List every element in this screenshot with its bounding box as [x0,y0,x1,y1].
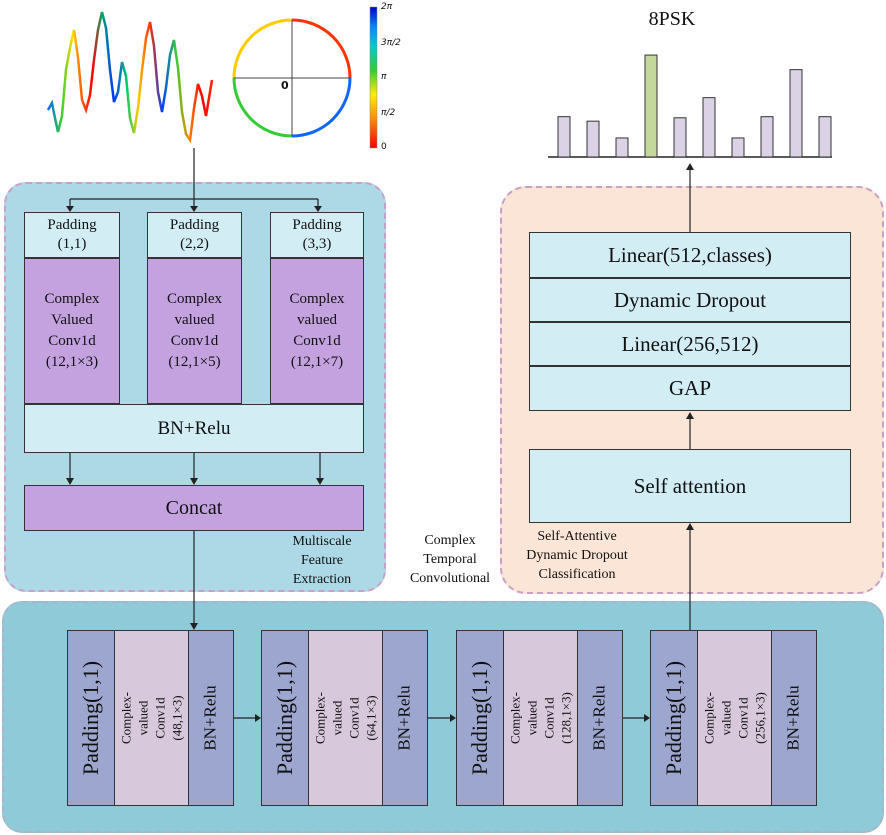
linear-256-512-layer: Linear(256,512) [529,322,851,366]
colorbar-tick-2pi: 2π [381,2,393,12]
conv-branch-2: Complex valued Conv1d (12,1×5) [147,258,242,404]
classification-caption: Self-Attentive Dynamic Dropout Classific… [526,529,628,582]
conv-branch-3: Complex valued Conv1d (12,1×7) [270,258,364,404]
temporal-conv-1: Complex-valued Conv1d (48,1×3) [114,630,189,806]
circle-center-label: 0 [281,79,289,92]
dynamic-dropout-layer: Dynamic Dropout [529,278,851,322]
temporal-bn-relu-2: BN+Relu [382,630,428,806]
padding-branch-1: Padding (1,1) [24,212,120,258]
temporal-padding-4: Padding(1,1) [650,630,698,806]
output-title: 8PSK [648,8,696,30]
temporal-conv-2: Complex-valued Conv1d (64,1×3) [308,630,383,806]
temporal-padding-3: Padding(1,1) [456,630,504,806]
colorbar-tick-pi: π [381,72,387,82]
temporal-conv-3: Complex-valued Conv1d (128,1×3) [503,630,578,806]
concat-block: Concat [24,485,364,531]
bn-relu-block: BN+Relu [24,404,364,453]
temporal-caption: Complex Temporal Convolutional [409,533,491,586]
temporal-bn-relu-3: BN+Relu [577,630,623,806]
temporal-bn-relu-4: BN+Relu [771,630,817,806]
phase-circle [232,18,352,138]
temporal-conv-4: Complex-valued Conv1d (256,1×3) [697,630,772,806]
temporal-padding-1: Padding(1,1) [67,630,115,806]
waveform-line [46,11,214,144]
padding-branch-2: Padding (2,2) [147,212,242,258]
phase-colorbar [369,6,378,149]
conv-branch-1: Complex Valued Conv1d (12,1×3) [24,258,120,404]
gap-layer: GAP [529,366,851,411]
colorbar-tick-3pi2: 3π/2 [381,38,401,48]
temporal-bn-relu-1: BN+Relu [188,630,234,806]
linear-classes-layer: Linear(512,classes) [529,232,851,278]
colorbar-tick-pi2: π/2 [381,108,396,118]
colorbar-tick-0: 0 [381,142,387,152]
padding-branch-3: Padding (3,3) [270,212,364,258]
self-attention-block: Self attention [529,449,851,523]
temporal-padding-2: Padding(1,1) [261,630,309,806]
multiscale-caption: Multiscale Feature Extraction [292,534,352,587]
